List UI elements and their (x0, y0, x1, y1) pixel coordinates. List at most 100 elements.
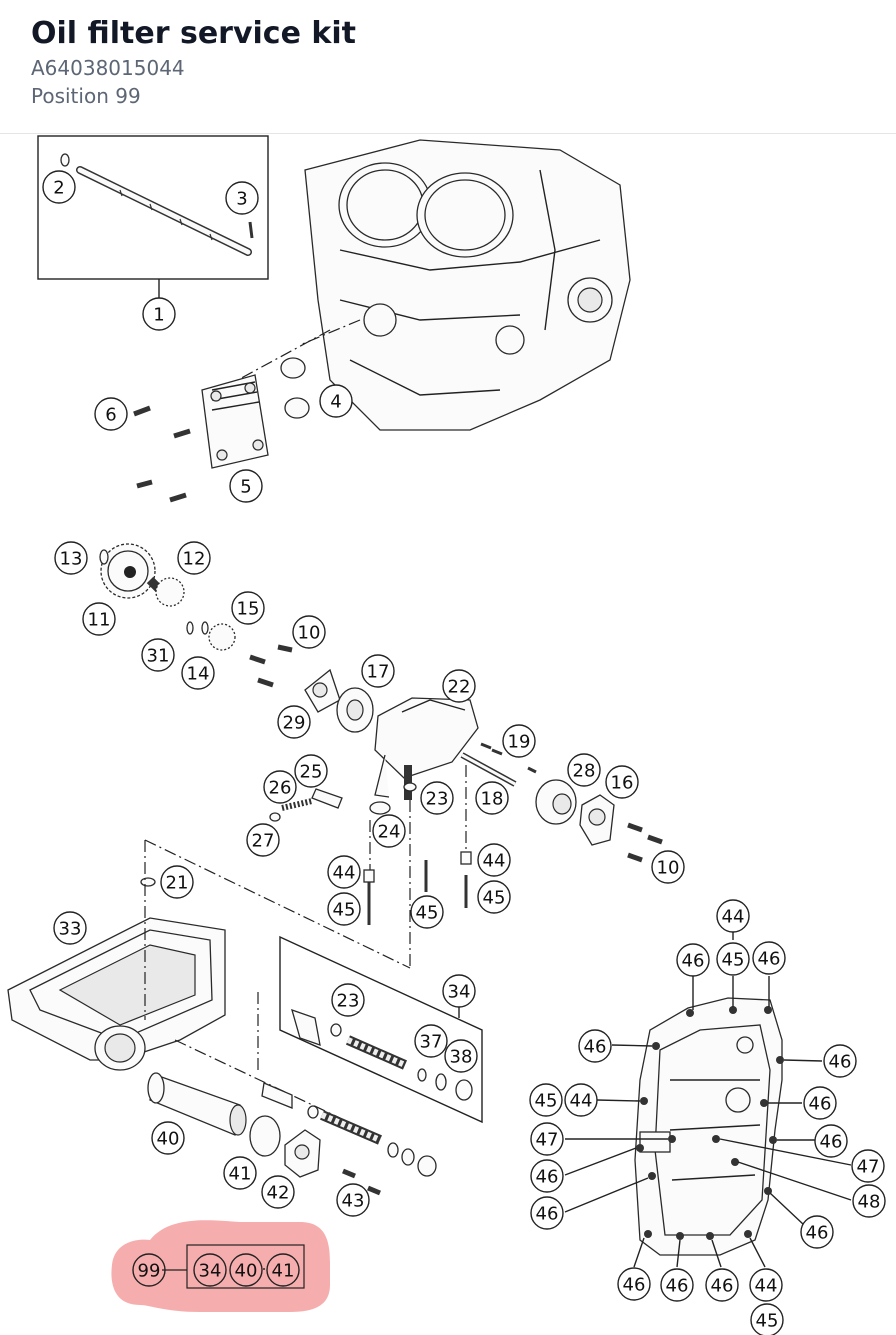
part-number: A64038015044 (31, 56, 185, 80)
callout-c15: 15 (231, 591, 265, 625)
callout-circle (529, 1083, 563, 1117)
callout-number: 44 (755, 1276, 778, 1297)
callout-number: 13 (60, 549, 83, 570)
callout-number: 46 (809, 1094, 832, 1115)
callout-kit-item-40[interactable]: 40 (229, 1253, 263, 1287)
callout-kit-item-41[interactable]: 41 (266, 1253, 300, 1287)
callout-circle (160, 865, 194, 899)
callout-number: 6 (105, 405, 116, 426)
callout-c31: 31 (141, 638, 175, 672)
callout-circle (266, 1253, 300, 1287)
callout-circle (223, 1156, 257, 1190)
callout-circle (225, 181, 259, 215)
callout-c48: 48 (852, 1184, 886, 1218)
callout-kit-item-34[interactable]: 34 (193, 1253, 227, 1287)
callout-number: 10 (657, 858, 680, 879)
callout-c42: 42 (261, 1175, 295, 1209)
callout-c25: 25 (294, 754, 328, 788)
callout-circle (578, 1029, 612, 1063)
callout-c46l: 46 (705, 1268, 739, 1302)
callout-c16: 16 (605, 765, 639, 799)
callout-kit-99[interactable]: 99 (132, 1253, 166, 1287)
callout-circle (94, 397, 128, 431)
callout-number: 45 (333, 900, 356, 921)
callout-number: 45 (535, 1091, 558, 1112)
callout-number: 5 (240, 477, 251, 498)
callout-circle (800, 1215, 834, 1249)
callout-number: 45 (722, 950, 745, 971)
callout-number: 40 (235, 1261, 258, 1282)
callout-number: 46 (711, 1276, 734, 1297)
callout-number: 42 (267, 1183, 290, 1204)
callout-number: 16 (611, 773, 634, 794)
callout-circle (414, 1024, 448, 1058)
callout-number: 37 (420, 1032, 443, 1053)
callout-circle (605, 765, 639, 799)
callout-number: 44 (333, 863, 356, 884)
callout-c38: 38 (444, 1039, 478, 1073)
callout-c10a: 10 (292, 615, 326, 649)
callout-circle (42, 170, 76, 204)
callout-circle (420, 781, 454, 815)
callout-circle (851, 1149, 885, 1183)
callout-number: 29 (283, 713, 306, 734)
callout-number: 34 (199, 1261, 222, 1282)
callout-c10b: 10 (651, 850, 685, 884)
callout-circle (331, 983, 365, 1017)
callout-circle (132, 1253, 166, 1287)
callout-c46h: 46 (530, 1196, 564, 1230)
callout-c45e: 45 (529, 1083, 563, 1117)
callout-circle (261, 1175, 295, 1209)
callout-c47a: 47 (530, 1122, 564, 1156)
callout-number: 22 (448, 677, 471, 698)
callout-circle (327, 892, 361, 926)
callout-number: 25 (300, 762, 323, 783)
callout-number: 12 (183, 549, 206, 570)
callout-c37: 37 (414, 1024, 448, 1058)
callout-number: 21 (166, 873, 189, 894)
callout-circle (263, 770, 297, 804)
callout-c45f: 45 (750, 1303, 784, 1335)
callout-c44e: 44 (749, 1268, 783, 1302)
callout-c46i: 46 (800, 1215, 834, 1249)
callout-number: 40 (157, 1129, 180, 1150)
callout-number: 15 (237, 599, 260, 620)
callout-circle (676, 943, 710, 977)
callout-number: 45 (756, 1311, 779, 1332)
callout-number: 45 (483, 888, 506, 909)
oil-pan (7, 800, 411, 1119)
callout-circle (752, 941, 786, 975)
callout-c45b: 45 (410, 895, 444, 929)
callout-c11: 11 (82, 602, 116, 636)
callout-number: 44 (570, 1091, 593, 1112)
callout-circle (193, 1253, 227, 1287)
callout-number: 46 (536, 1167, 559, 1188)
callout-circle (410, 895, 444, 929)
callout-circle (229, 1253, 263, 1287)
callout-number: 27 (252, 831, 275, 852)
callout-circle (372, 814, 406, 848)
callout-circle (336, 1183, 370, 1217)
callout-c18: 18 (475, 781, 509, 815)
callout-circle (567, 753, 601, 787)
callout-c44c: 44 (716, 899, 750, 933)
callout-circle (803, 1086, 837, 1120)
callout-circle (716, 899, 750, 933)
callout-number: 48 (858, 1192, 881, 1213)
callout-circle (749, 1268, 783, 1302)
callout-circle (294, 754, 328, 788)
callout-circle (477, 880, 511, 914)
leader-lines (263, 932, 852, 1270)
o-ring-seals (280, 357, 310, 419)
callout-number: 33 (59, 919, 82, 940)
callout-circle (750, 1303, 784, 1335)
callout-circle (530, 1122, 564, 1156)
callout-number: 38 (450, 1047, 473, 1068)
callout-number: 44 (483, 851, 506, 872)
callout-c47b: 47 (851, 1149, 885, 1183)
kit-highlight[interactable] (111, 1220, 331, 1312)
callout-circle (142, 297, 176, 331)
callout-circle (477, 843, 511, 877)
callout-number: 34 (448, 982, 471, 1003)
callout-number: 47 (857, 1157, 880, 1178)
